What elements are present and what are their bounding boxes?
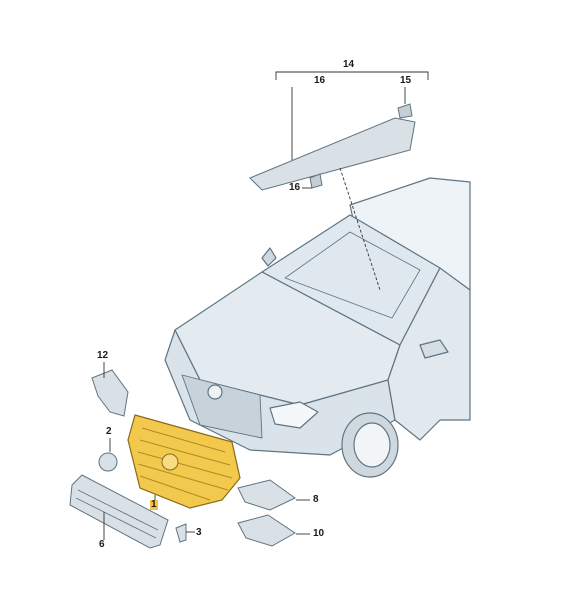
callout-10: 10	[313, 528, 325, 539]
lower-grille-part	[69, 474, 169, 549]
callout-15: 15	[400, 75, 412, 86]
emblem-part	[98, 452, 118, 472]
fog-trim-part	[237, 479, 296, 511]
radiator-grille-part	[127, 414, 241, 509]
callout-14: 14	[343, 59, 355, 70]
screw-part	[175, 523, 187, 543]
callout-6: 6	[99, 539, 105, 550]
callout-8: 8	[313, 494, 319, 505]
leader-lines	[103, 71, 429, 540]
callout-2: 2	[106, 426, 112, 437]
roof-trim-strip	[249, 103, 416, 191]
callout-16-clip: 16	[289, 182, 301, 193]
callout-16: 16	[314, 75, 326, 86]
bracket-part	[91, 369, 129, 417]
callout-12: 12	[97, 350, 109, 361]
cover-trim-part	[237, 514, 296, 547]
callout-1: 1	[150, 499, 158, 510]
callout-3: 3	[196, 527, 202, 538]
car-illustration	[164, 177, 471, 478]
